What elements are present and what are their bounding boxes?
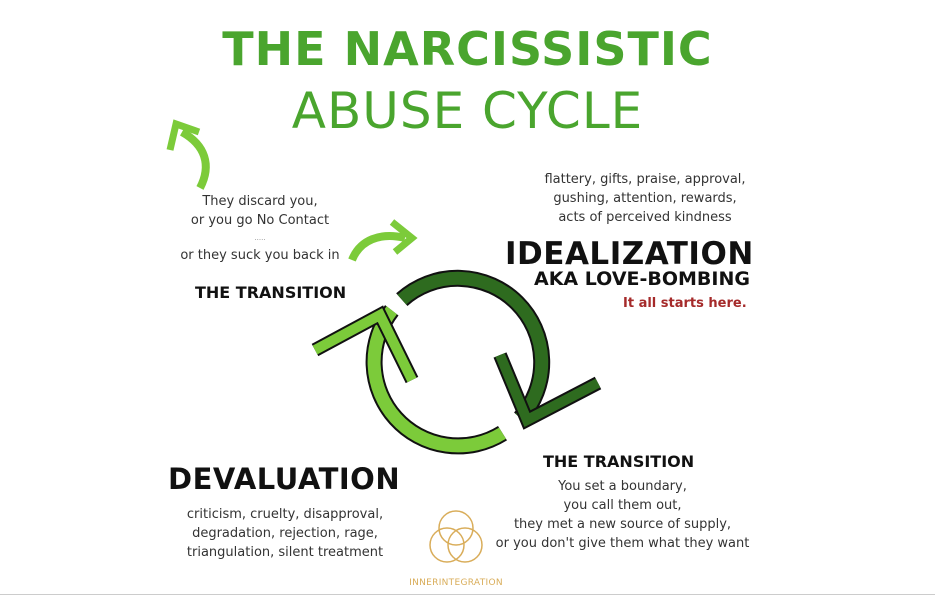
curved-arrow-right-icon [348,219,418,262]
title-line-2: ABUSE CYCLE [291,82,644,140]
transition-top-text: They discard you, or you go No Contact .… [160,192,360,265]
dark-cycle-arrow-icon [396,269,602,430]
devaluation-heading: DEVALUATION [168,462,401,496]
text-line: you call them out, [563,498,682,513]
text-line: or you don't give them what they want [495,536,750,551]
transition-top-heading: THE TRANSITION [195,283,347,302]
text-line: or they suck you back in [180,248,340,263]
text-line: flattery, gifts, praise, approval, [544,172,746,187]
idealization-description: flattery, gifts, praise, approval, gushi… [520,170,770,227]
idealization-subheading: AKA LOVE-BOMBING [534,268,750,290]
logo-text: INNERINTEGRATION [409,578,503,588]
text-line: triangulation, silent treatment [186,545,384,560]
text-line: They discard you, [202,194,318,209]
divider [0,594,935,595]
title-line-1: THE NARCISSISTIC [222,22,713,76]
text-line: criticism, cruelty, disapproval, [186,507,384,522]
text-line: degradation, rejection, rage, [192,526,378,541]
curved-arrow-up-icon [166,119,210,190]
text-line: You set a boundary, [558,479,687,494]
devaluation-description: criticism, cruelty, disapproval, degrada… [165,505,405,562]
text-line: gushing, attention, rewards, [553,191,737,206]
text-line: or you go No Contact [190,213,330,228]
idealization-heading: IDEALIZATION [505,236,754,272]
idealization-note: It all starts here. [623,296,747,311]
transition-bottom-heading: THE TRANSITION [543,452,695,471]
light-cycle-arrow-icon [311,305,507,455]
text-line: they met a new source of supply, [513,517,732,532]
inner-integration-logo-icon [429,510,483,563]
transition-bottom-text: You set a boundary, you call them out, t… [480,477,765,553]
separator-dots: ..... [254,234,266,242]
text-line: acts of perceived kindness [558,210,732,225]
